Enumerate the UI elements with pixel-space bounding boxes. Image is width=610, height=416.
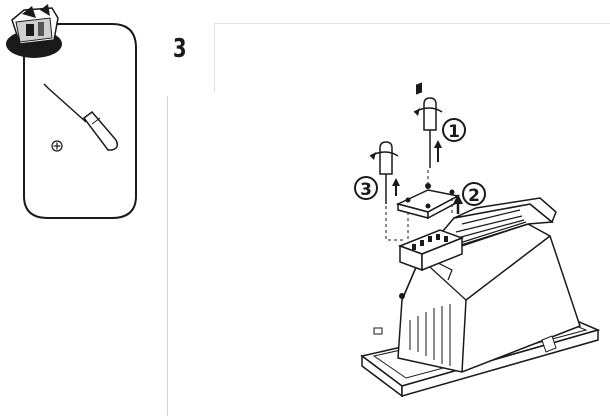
side-bolts: [373, 293, 557, 353]
lift-arrow-2: [453, 194, 463, 214]
callout-3: 3: [354, 176, 378, 200]
tools-panel-frame: [23, 23, 137, 219]
callout-3-label: 3: [360, 180, 372, 200]
header-rule-left: [214, 23, 215, 93]
phillips-head-icon: [51, 140, 63, 152]
terminal-cover: [395, 183, 461, 220]
callout-1-label: 1: [448, 122, 460, 142]
screwdriver-1: [413, 97, 443, 168]
step-number: 3: [173, 34, 187, 64]
screwdriver-3: [369, 141, 400, 204]
callout-2-label: 2: [468, 186, 480, 206]
terminal-block: [397, 82, 465, 272]
panel-divider: [167, 96, 168, 416]
header-rule: [214, 23, 610, 24]
toolbox-icon: [6, 4, 62, 58]
callout-2: 2: [462, 182, 486, 206]
callout-1: 1: [442, 118, 466, 142]
alignment-guides: [385, 170, 453, 241]
tools-panel: [6, 4, 137, 219]
screwdriver-icon: [43, 83, 119, 151]
